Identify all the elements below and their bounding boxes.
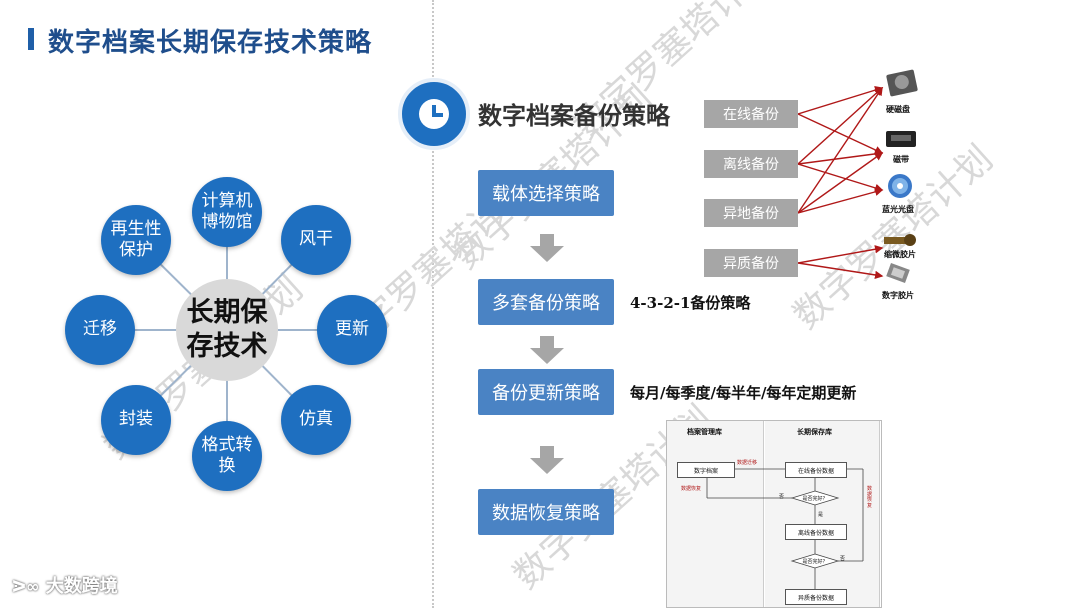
media-label-microfilm: 缩微胶片 bbox=[884, 249, 916, 260]
down-arrow-icon bbox=[530, 234, 564, 262]
down-arrow-icon bbox=[530, 336, 564, 364]
hub-node-label: 风干 bbox=[299, 229, 333, 250]
brand-logo-icon: ᐷ∞ bbox=[12, 577, 40, 596]
brand-logo-text: 大数跨境 bbox=[46, 576, 118, 597]
media-label-hard-disk: 硬磁盘 bbox=[886, 104, 910, 115]
note-4321: 4-3-2-1备份策略 bbox=[630, 292, 750, 313]
hub-node-computer-museum: 计算机博物馆 bbox=[192, 177, 262, 247]
hub-node-label: 再生性保护 bbox=[110, 219, 162, 262]
hub-center: 长期保存技术 bbox=[176, 279, 278, 381]
clock-icon bbox=[398, 78, 470, 150]
hub-center-label: 长期保存技术 bbox=[185, 296, 269, 364]
note-update-schedule: 每月/每季度/每半年/每年定期更新 bbox=[630, 382, 856, 403]
hub-node-emulation: 仿真 bbox=[281, 385, 351, 455]
flowchart-decision-intact: 是否完好？ bbox=[792, 554, 838, 568]
strategy-carrier-selection: 载体选择策略 bbox=[478, 170, 614, 216]
flowchart-box-digital-archive: 数字档案 bbox=[677, 462, 735, 478]
flowchart-label-no: 否 bbox=[840, 555, 845, 562]
flowchart-label-recovery-right: 数据恢复 bbox=[867, 487, 873, 509]
hub-node-regenerative-protection: 再生性保护 bbox=[101, 205, 171, 275]
hub-node-air-dry: 风干 bbox=[281, 205, 351, 275]
hub-node-label: 格式转换 bbox=[199, 435, 255, 478]
hub-node-label: 更新 bbox=[335, 319, 369, 340]
brand-logo: ᐷ∞ 大数跨境 bbox=[12, 572, 118, 598]
flowchart-box-offline-backup: 离线备份数据 bbox=[785, 524, 847, 540]
tape-icon bbox=[884, 128, 918, 150]
backup-type-heterogeneous: 异质备份 bbox=[704, 249, 798, 277]
media-label-digital-film: 数字胶片 bbox=[882, 290, 914, 301]
hub-node-label: 仿真 bbox=[299, 409, 333, 430]
strategy-multi-copy: 多套备份策略 bbox=[478, 279, 614, 325]
flowchart-box-hetero-backup: 异质备份数据 bbox=[785, 589, 847, 605]
digital-film-icon bbox=[884, 262, 914, 288]
hub-node-label: 迁移 bbox=[83, 319, 117, 340]
flowchart-box-online-backup: 在线备份数据 bbox=[785, 462, 847, 478]
hub-node-format-conversion: 格式转换 bbox=[192, 421, 262, 491]
media-mapping-arrows bbox=[798, 80, 888, 300]
clock-hand bbox=[432, 113, 443, 117]
down-arrow-icon bbox=[530, 446, 564, 474]
microfilm-icon bbox=[882, 232, 918, 248]
hard-disk-icon bbox=[886, 68, 920, 98]
flowchart-label-no: 否 bbox=[779, 493, 784, 500]
media-label-tape: 磁带 bbox=[893, 154, 909, 165]
flowchart-decision-intact: 是否完好？ bbox=[792, 491, 838, 505]
backup-type-offline: 离线备份 bbox=[704, 150, 798, 178]
hub-node-label: 计算机博物馆 bbox=[199, 191, 255, 234]
backup-type-offsite: 异地备份 bbox=[704, 199, 798, 227]
flowchart-label-yes: 是 bbox=[818, 511, 823, 518]
flowchart-connectors bbox=[667, 421, 881, 607]
hub-node-encapsulation: 封装 bbox=[101, 385, 171, 455]
flowchart-label-recovery: 数据恢复 bbox=[681, 485, 701, 492]
hub-node-migration: 迁移 bbox=[65, 295, 135, 365]
hub-node-label: 封装 bbox=[119, 409, 153, 430]
backup-flowchart: 档案管理库 长期保存库 数字档案 在线备份数据 是否完好？ 离线备份数据 是否完… bbox=[666, 420, 882, 608]
flowchart-label-migration: 数据迁移 bbox=[737, 459, 757, 466]
backup-type-online: 在线备份 bbox=[704, 100, 798, 128]
media-label-bluray: 蓝光光盘 bbox=[882, 204, 914, 215]
bluray-disc-icon bbox=[886, 172, 914, 200]
hub-node-refresh: 更新 bbox=[317, 295, 387, 365]
backup-strategy-title: 数字档案备份策略 bbox=[478, 96, 670, 131]
strategy-data-recovery: 数据恢复策略 bbox=[478, 489, 614, 535]
strategy-backup-update: 备份更新策略 bbox=[478, 369, 614, 415]
